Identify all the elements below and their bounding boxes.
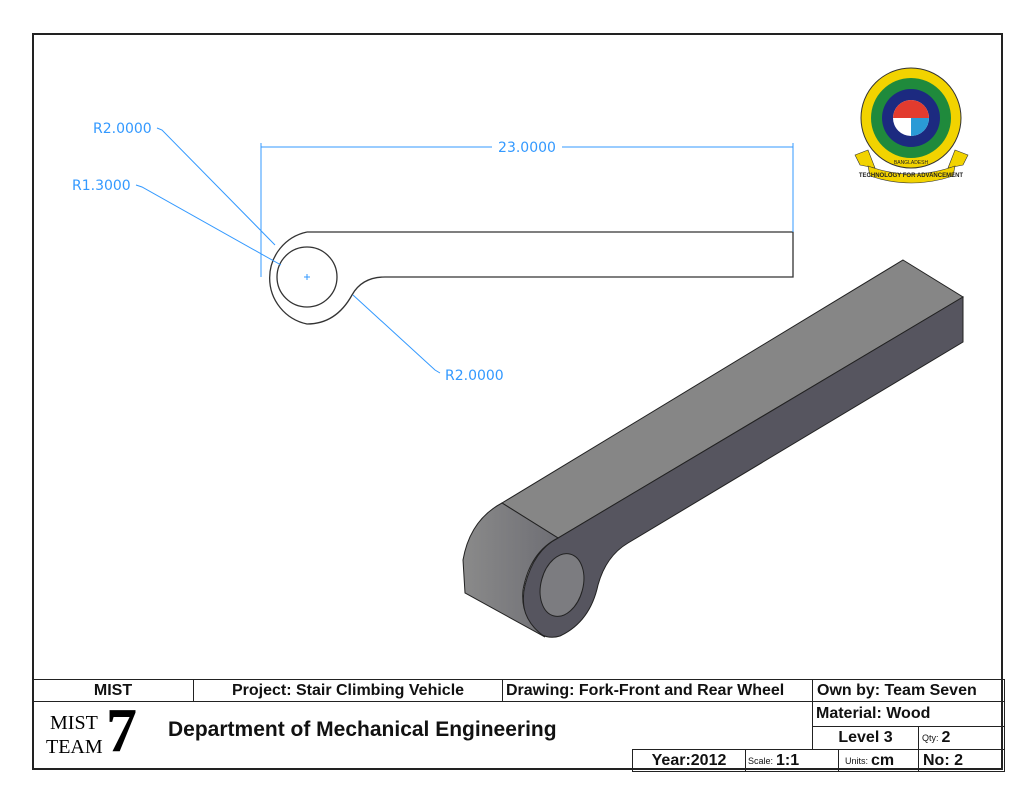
isometric-view xyxy=(462,259,964,638)
year-cell: Year:2012 xyxy=(632,749,746,772)
team-logo-line2: TEAM xyxy=(46,736,103,758)
units-value: cm xyxy=(871,751,895,769)
number-cell: No: 2 xyxy=(918,749,1005,772)
hole-radius-dimension: R1.3000 xyxy=(72,178,131,194)
top-view xyxy=(269,231,794,325)
drawing-frame xyxy=(32,33,1003,770)
drawing-title-cell: Drawing: Fork-Front and Rear Wheel xyxy=(502,679,813,702)
outline xyxy=(269,231,794,325)
units-label: Units: xyxy=(845,755,869,766)
team-logo-line1: MIST xyxy=(50,712,98,734)
project-cell: Project: Stair Climbing Vehicle xyxy=(193,679,503,702)
units-cell: Units:cm xyxy=(838,749,919,772)
team-logo: MIST TEAM 7 xyxy=(46,700,160,764)
hole xyxy=(276,246,338,308)
outer-radius-dimension: R2.0000 xyxy=(93,121,152,137)
side-face xyxy=(522,296,964,638)
qty-value: 2 xyxy=(941,729,951,746)
mist-logo: TECHNOLOGY FOR ADVANCEMENT BANGLADESH xyxy=(854,67,969,184)
title-block-body xyxy=(32,701,1005,770)
logo-motto: TECHNOLOGY FOR ADVANCEMENT xyxy=(859,173,964,179)
department-title: Department of Mechanical Engineering xyxy=(168,718,557,741)
eye-face xyxy=(462,502,560,638)
length-dimension: 23.0000 xyxy=(498,140,556,156)
hole-3d xyxy=(539,553,585,617)
dimensions xyxy=(135,127,794,374)
owner-cell: Own by: Team Seven xyxy=(812,679,1005,702)
team-logo-number: 7 xyxy=(106,697,137,765)
scale-cell: Scale:1:1 xyxy=(745,749,839,772)
scale-value: 1:1 xyxy=(776,751,800,769)
scale-label: Scale: xyxy=(748,755,774,766)
fillet-radius-dimension: R2.0000 xyxy=(445,368,504,384)
top-face xyxy=(501,259,964,539)
qty-cell: Qty:2 xyxy=(918,726,1005,750)
material-cell: Material: Wood xyxy=(812,701,1005,727)
logo-country: BANGLADESH xyxy=(894,160,929,166)
level-cell: Level 3 xyxy=(812,726,919,750)
qty-label: Qty: xyxy=(922,733,939,743)
